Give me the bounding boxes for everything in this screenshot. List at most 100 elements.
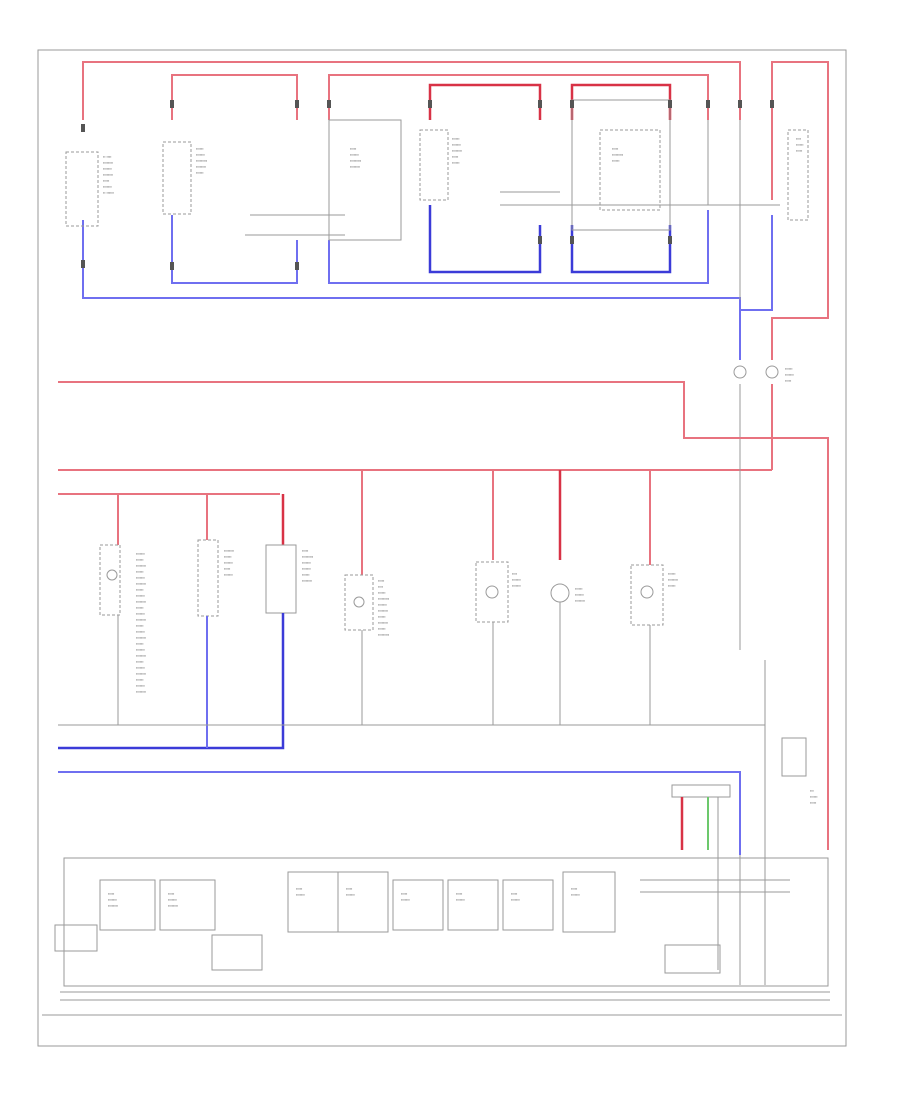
svg-text:▪▪▪▪▪▪▪▪▪: ▪▪▪▪▪▪▪▪▪ <box>350 159 361 163</box>
svg-text:▪▪▪▪▪▪: ▪▪▪▪▪▪ <box>785 367 792 371</box>
module-4: ▪▪▪▪▪▪ ▪▪▪▪▪▪▪ ▪▪▪▪▪▪▪▪ ▪▪▪▪▪ ▪▪▪▪▪▪ <box>419 129 462 201</box>
svg-text:▪▪▪▪▪▪▪: ▪▪▪▪▪▪▪ <box>512 584 521 588</box>
svg-text:▪▪▪▪▪▪: ▪▪▪▪▪▪ <box>136 570 143 574</box>
svg-text:▪▪▪▪▪▪▪▪: ▪▪▪▪▪▪▪▪ <box>136 582 146 586</box>
svg-text:▪▪▪▪▪: ▪▪▪▪▪ <box>378 579 384 583</box>
svg-text:▪▪▪▪▪▪: ▪▪▪▪▪▪ <box>302 573 309 577</box>
svg-text:▪▪▪▪▪▪▪▪: ▪▪▪▪▪▪▪▪ <box>136 600 146 604</box>
bottom-controller: ▪▪▪▪▪ ▪▪▪▪▪▪▪ ▪▪▪▪▪▪▪▪ ▪▪▪▪▪ ▪▪▪▪▪▪▪ ▪▪▪… <box>42 857 842 1016</box>
svg-text:▪▪▪▪▪▪▪: ▪▪▪▪▪▪▪ <box>108 898 117 902</box>
svg-text:▪▪▪▪▪: ▪▪▪▪▪ <box>302 549 308 553</box>
svg-text:▪▪▪▪▪▪▪: ▪▪▪▪▪▪▪ <box>224 561 233 565</box>
svg-text:▪▪▪▪▪▪▪▪▪: ▪▪▪▪▪▪▪▪▪ <box>378 633 389 637</box>
svg-text:▪▪▪▪▪▪: ▪▪▪▪▪▪ <box>452 161 459 165</box>
svg-text:▪▪▪▪▪▪▪▪: ▪▪▪▪▪▪▪▪ <box>350 165 360 169</box>
svg-text:▪▪▪▪▪▪▪: ▪▪▪▪▪▪▪ <box>350 153 359 157</box>
svg-text:▪▪▪▪▪▪▪▪: ▪▪▪▪▪▪▪▪ <box>452 149 462 153</box>
relay-pair: ▪▪▪▪▪▪ ▪▪▪▪▪▪▪ ▪▪▪▪▪ <box>733 310 794 470</box>
svg-text:▪▪▪▪▪: ▪▪▪▪▪ <box>401 892 407 896</box>
module-2: ▪▪▪▪▪▪ ▪▪▪▪▪▪▪ ▪▪▪▪▪▪▪▪▪ ▪▪▪▪▪▪▪▪ ▪▪▪▪▪▪ <box>162 141 207 215</box>
svg-text:▪▪▪▪▪▪▪▪▪: ▪▪▪▪▪▪▪▪▪ <box>612 153 623 157</box>
module-6: ▪▪▪▪ ▪▪▪▪▪▪ ▪▪▪▪▪ <box>787 129 809 221</box>
svg-text:▪▪▪▪▪▪▪: ▪▪▪▪▪▪▪ <box>785 373 794 377</box>
svg-text:▪▪▪: ▪▪▪ <box>810 789 814 793</box>
top-signal-lines <box>245 120 780 300</box>
svg-text:▪▪▪▪▪▪▪▪: ▪▪▪▪▪▪▪▪ <box>224 549 234 553</box>
svg-text:▪▪▪▪▪▪▪: ▪▪▪▪▪▪▪ <box>136 576 145 580</box>
svg-text:▪▪▪▪▪: ▪▪▪▪▪ <box>296 887 302 891</box>
svg-text:▪▪▪▪▪▪▪: ▪▪▪▪▪▪▪ <box>571 893 580 897</box>
svg-text:▪▪ ▪▪▪▪▪▪: ▪▪ ▪▪▪▪▪▪ <box>103 191 114 195</box>
svg-text:▪▪▪▪▪: ▪▪▪▪▪ <box>103 179 109 183</box>
svg-text:▪▪▪▪▪▪▪: ▪▪▪▪▪▪▪ <box>103 167 112 171</box>
svg-text:▪▪▪▪▪▪▪▪▪: ▪▪▪▪▪▪▪▪▪ <box>378 597 389 601</box>
svg-text:▪▪▪▪▪▪▪: ▪▪▪▪▪▪▪ <box>136 684 145 688</box>
svg-text:▪▪▪▪▪▪▪▪: ▪▪▪▪▪▪▪▪ <box>108 904 118 908</box>
svg-text:▪▪▪▪▪: ▪▪▪▪▪ <box>224 567 230 571</box>
svg-text:▪▪▪▪▪▪: ▪▪▪▪▪▪ <box>810 795 817 799</box>
svg-text:▪▪▪▪▪▪: ▪▪▪▪▪▪ <box>136 606 143 610</box>
svg-text:▪▪▪▪▪▪▪▪▪: ▪▪▪▪▪▪▪▪▪ <box>196 159 207 163</box>
top-ground-bus <box>82 205 773 340</box>
svg-text:▪▪▪▪▪: ▪▪▪▪▪ <box>456 892 462 896</box>
svg-text:▪▪▪▪▪▪: ▪▪▪▪▪▪ <box>136 624 143 628</box>
svg-text:▪▪▪▪▪: ▪▪▪▪▪ <box>168 892 174 896</box>
svg-text:▪▪▪▪▪: ▪▪▪▪▪ <box>108 892 114 896</box>
module-3: ▪▪▪▪▪ ▪▪▪▪▪▪▪ ▪▪▪▪▪▪▪▪▪ ▪▪▪▪▪▪▪▪ <box>328 119 402 241</box>
svg-text:▪▪▪▪: ▪▪▪▪ <box>512 572 517 576</box>
svg-text:▪▪▪▪▪▪▪: ▪▪▪▪▪▪▪ <box>512 578 521 582</box>
svg-text:▪▪▪▪▪▪▪▪: ▪▪▪▪▪▪▪▪ <box>103 173 113 177</box>
svg-text:▪▪▪▪▪▪▪▪: ▪▪▪▪▪▪▪▪ <box>136 618 146 622</box>
svg-text:▪▪▪▪▪▪▪▪: ▪▪▪▪▪▪▪▪ <box>378 609 388 613</box>
svg-text:▪▪▪▪▪▪: ▪▪▪▪▪▪ <box>136 558 143 562</box>
svg-text:▪▪ ▪▪▪▪: ▪▪ ▪▪▪▪ <box>103 155 111 159</box>
svg-text:▪▪▪▪▪▪: ▪▪▪▪▪▪ <box>452 137 459 141</box>
module-1: ▪▪ ▪▪▪▪ ▪▪▪▪▪▪▪▪ ▪▪▪▪▪▪▪ ▪▪▪▪▪▪▪▪ ▪▪▪▪▪ … <box>65 151 114 227</box>
svg-text:▪▪▪▪▪▪: ▪▪▪▪▪▪ <box>136 678 143 682</box>
svg-text:▪▪▪▪▪▪▪▪: ▪▪▪▪▪▪▪▪ <box>302 579 312 583</box>
svg-text:▪▪▪▪▪▪▪: ▪▪▪▪▪▪▪ <box>136 594 145 598</box>
bottom-right-connector: ▪▪▪ ▪▪▪▪▪▪ ▪▪▪▪▪ <box>640 737 817 985</box>
svg-text:▪▪▪▪▪▪▪: ▪▪▪▪▪▪▪ <box>103 185 112 189</box>
svg-text:▪▪▪▪▪▪: ▪▪▪▪▪▪ <box>224 555 231 559</box>
svg-text:▪▪▪▪: ▪▪▪▪ <box>796 137 801 141</box>
svg-text:▪▪▪▪▪▪▪: ▪▪▪▪▪▪▪ <box>575 593 584 597</box>
top-connectors <box>81 100 774 270</box>
svg-text:▪▪▪▪▪▪▪▪: ▪▪▪▪▪▪▪▪ <box>168 904 178 908</box>
svg-text:▪▪▪▪▪▪▪▪▪: ▪▪▪▪▪▪▪▪▪ <box>302 555 313 559</box>
svg-text:▪▪▪▪▪▪: ▪▪▪▪▪▪ <box>136 660 143 664</box>
svg-text:▪▪▪▪▪▪▪▪: ▪▪▪▪▪▪▪▪ <box>378 621 388 625</box>
svg-text:▪▪▪▪▪▪: ▪▪▪▪▪▪ <box>196 147 203 151</box>
svg-text:▪▪▪▪▪▪▪: ▪▪▪▪▪▪▪ <box>136 552 145 556</box>
svg-text:▪▪▪▪▪▪▪: ▪▪▪▪▪▪▪ <box>456 898 465 902</box>
svg-text:▪▪▪▪▪: ▪▪▪▪▪ <box>796 149 802 153</box>
svg-text:▪▪▪▪▪: ▪▪▪▪▪ <box>571 887 577 891</box>
svg-text:▪▪▪▪▪▪: ▪▪▪▪▪▪ <box>196 171 203 175</box>
svg-text:▪▪▪▪▪▪▪: ▪▪▪▪▪▪▪ <box>136 666 145 670</box>
svg-text:▪▪▪▪▪▪▪▪: ▪▪▪▪▪▪▪▪ <box>668 578 678 582</box>
svg-text:▪▪▪▪▪: ▪▪▪▪▪ <box>350 147 356 151</box>
top-power-bus <box>82 61 829 340</box>
svg-text:▪▪▪▪▪▪: ▪▪▪▪▪▪ <box>796 143 803 147</box>
svg-text:▪▪▪▪▪▪▪: ▪▪▪▪▪▪▪ <box>196 153 205 157</box>
svg-text:▪▪▪▪: ▪▪▪▪ <box>378 585 383 589</box>
svg-text:▪▪▪▪▪▪: ▪▪▪▪▪▪ <box>668 572 675 576</box>
svg-text:▪▪▪▪▪▪▪▪: ▪▪▪▪▪▪▪▪ <box>136 654 146 658</box>
svg-text:▪▪▪▪▪▪▪: ▪▪▪▪▪▪▪ <box>136 612 145 616</box>
mid-components: ▪▪▪▪▪▪▪ ▪▪▪▪▪▪ ▪▪▪▪▪▪▪▪ ▪▪▪▪▪▪ ▪▪▪▪▪▪▪ ▪… <box>99 539 678 694</box>
svg-text:▪▪▪▪▪▪▪: ▪▪▪▪▪▪▪ <box>452 143 461 147</box>
svg-text:▪▪▪▪▪▪: ▪▪▪▪▪▪ <box>575 587 582 591</box>
svg-text:▪▪▪▪▪▪▪▪: ▪▪▪▪▪▪▪▪ <box>136 564 146 568</box>
svg-text:▪▪▪▪▪▪: ▪▪▪▪▪▪ <box>378 591 385 595</box>
svg-text:▪▪▪▪▪▪▪: ▪▪▪▪▪▪▪ <box>224 573 233 577</box>
svg-text:▪▪▪▪▪▪▪▪: ▪▪▪▪▪▪▪▪ <box>575 599 585 603</box>
svg-text:▪▪▪▪▪▪: ▪▪▪▪▪▪ <box>136 588 143 592</box>
svg-text:▪▪▪▪▪▪▪: ▪▪▪▪▪▪▪ <box>302 561 311 565</box>
svg-text:▪▪▪▪▪▪▪: ▪▪▪▪▪▪▪ <box>302 567 311 571</box>
svg-text:▪▪▪▪▪▪▪▪: ▪▪▪▪▪▪▪▪ <box>103 161 113 165</box>
svg-text:▪▪▪▪▪▪▪: ▪▪▪▪▪▪▪ <box>378 603 387 607</box>
svg-text:▪▪▪▪▪▪: ▪▪▪▪▪▪ <box>612 159 619 163</box>
svg-text:▪▪▪▪▪▪: ▪▪▪▪▪▪ <box>378 627 385 631</box>
module-5: ▪▪▪▪▪ ▪▪▪▪▪▪▪▪▪ ▪▪▪▪▪▪ <box>571 99 671 231</box>
